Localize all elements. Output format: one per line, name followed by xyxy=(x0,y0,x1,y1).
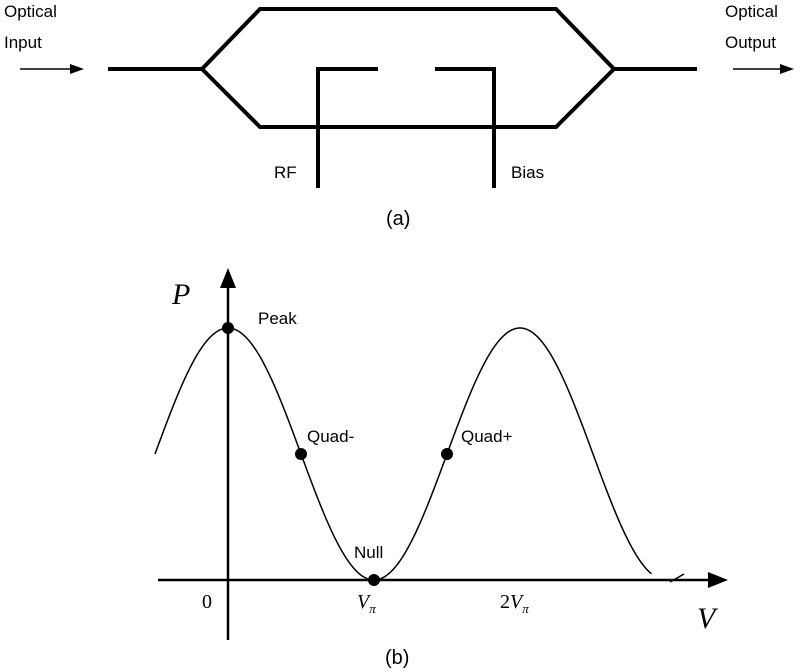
tick-2vpi: 2Vπ xyxy=(500,591,529,616)
optical-input-label-line2: Input xyxy=(4,33,42,52)
optical-output-label-line1: Optical xyxy=(725,2,778,21)
tick-2vpi-sub: π xyxy=(522,601,529,616)
tick-vpi-sub: π xyxy=(369,601,376,616)
x-axis-label: V xyxy=(697,602,719,635)
input-arrow-head xyxy=(70,64,84,74)
bias-point-null xyxy=(368,574,380,586)
bias-label: Bias xyxy=(511,163,544,182)
tick-zero: 0 xyxy=(202,591,212,613)
y-axis-arrow xyxy=(220,268,236,288)
tick-2vpi-base: V xyxy=(510,591,525,613)
x-axis-arrow xyxy=(708,572,728,588)
bias-point-label: Quad+ xyxy=(461,427,513,446)
bias-point-label: Null xyxy=(354,543,383,562)
transfer-curve xyxy=(154,327,652,581)
tick-2vpi-prefix: 2 xyxy=(500,591,510,613)
rf-label: RF xyxy=(274,163,297,182)
bias-point-peak xyxy=(222,322,234,334)
bias-point-quad-minus xyxy=(295,448,307,460)
upper-arm xyxy=(200,7,616,71)
output-arrow-head xyxy=(780,64,794,74)
tick-vpi-base: V xyxy=(357,591,372,613)
bias-electrode xyxy=(435,67,496,188)
mach-zehnder-diagram: Optical Input RF Bias Optical Output (a) xyxy=(4,2,794,230)
caption-b: (b) xyxy=(385,647,409,669)
caption-a: (a) xyxy=(386,208,410,230)
tick-vpi: Vπ xyxy=(357,591,376,616)
bias-point-label: Peak xyxy=(258,309,297,328)
y-axis-label: P xyxy=(171,278,190,311)
optical-output-label-line2: Output xyxy=(725,33,776,52)
lower-arm xyxy=(200,67,616,129)
bias-point-label: Quad- xyxy=(307,427,354,446)
rf-electrode xyxy=(316,67,378,188)
bias-point-quad-minus xyxy=(441,448,453,460)
curve-end-mark xyxy=(669,573,685,583)
optical-input-label-line1: Optical xyxy=(4,2,57,21)
